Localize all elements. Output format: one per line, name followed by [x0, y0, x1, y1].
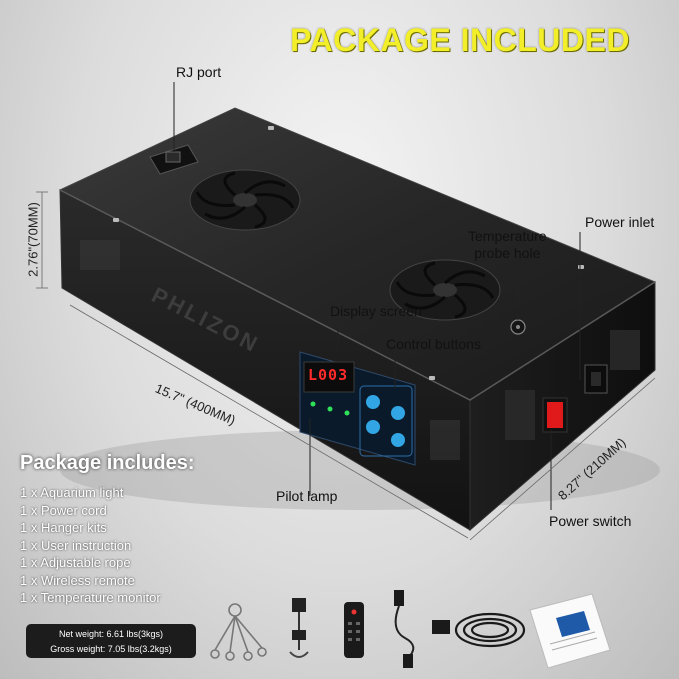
- gross-weight: Gross weight: 7.05 lbs(3.2kgs): [50, 644, 172, 654]
- pilot-lamp-label: Pilot lamp: [276, 488, 338, 504]
- list-item: 1 x Aquarium light: [20, 485, 124, 500]
- weight-badge: Net weight: 6.61 lbs(3kgs) Gross weight:…: [26, 624, 196, 658]
- height-dimension: 2.76"(70MM): [25, 202, 41, 277]
- temperature-monitor-icon: [432, 612, 526, 648]
- power-inlet-label: Power inlet: [585, 214, 655, 230]
- package-includes-title: Package includes:: [20, 452, 195, 474]
- list-item: 1 x Temperature monitor: [20, 590, 161, 605]
- power-cord-icon: [394, 590, 415, 668]
- wireless-remote-icon: [344, 602, 364, 658]
- list-item: 1 x Hanger kits: [20, 520, 107, 535]
- control-panel: [299, 351, 416, 466]
- temperature-probe-hole-label-line1: Temperature: [468, 228, 547, 244]
- power-inlet: [584, 364, 608, 394]
- list-item: 1 x User instruction: [20, 537, 132, 553]
- power-switch-label: Power switch: [549, 513, 632, 529]
- package-items-list: 1 x Aquarium light 1 x Power cord 1 x Ha…: [20, 484, 161, 607]
- rj-port: [149, 144, 199, 175]
- accessories-row: [210, 590, 611, 669]
- list-item: 1 x Power cord: [20, 502, 107, 518]
- user-manual-icon: [529, 593, 611, 669]
- fan-grill-right: [389, 259, 501, 321]
- rj-port-label: RJ port: [176, 64, 222, 80]
- list-item: 1 x Wireless remote: [20, 572, 135, 588]
- control-buttons-label: Control buttons: [386, 336, 481, 352]
- power-switch: [542, 397, 568, 433]
- page-title: PACKAGE INCLUDED: [290, 22, 630, 58]
- adjustable-rope-icon: [289, 598, 309, 658]
- list-item: 1 x Adjustable rope: [20, 555, 131, 570]
- temperature-probe-hole-label: Temperature probe hole: [468, 228, 547, 262]
- temperature-probe-hole-label-line2: probe hole: [474, 245, 541, 261]
- hanger-kit-icon: [210, 603, 267, 661]
- display-readout: L003: [308, 366, 349, 384]
- fan-grill-left: [189, 169, 301, 231]
- display-screen-label: Display screen: [330, 303, 422, 319]
- net-weight: Net weight: 6.61 lbs(3kgs): [58, 629, 164, 639]
